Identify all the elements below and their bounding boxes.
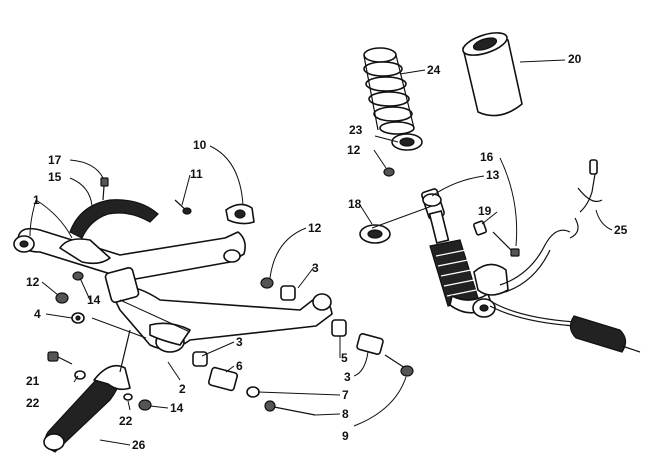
callout-20: 20 [568,52,582,66]
callout-8: 8 [342,407,349,421]
callout-12-upper: 12 [347,143,361,157]
callout-24: 24 [427,63,441,77]
callout-23: 23 [349,123,363,137]
part-bolt-shock [492,231,520,257]
callout-2: 2 [179,382,186,396]
callout-5: 5 [341,351,348,365]
callout-3-upper: 3 [312,261,319,275]
part-nut-left [55,292,69,304]
callout-19: 19 [478,204,492,218]
callout-13: 13 [486,168,500,182]
callout-22-left: 22 [26,396,40,410]
part-shock-absorber [421,188,496,318]
part-spring-boot [462,32,523,117]
callout-9: 9 [342,429,349,443]
callout-11: 11 [190,167,203,181]
callout-15: 15 [48,170,62,184]
part-lower-a-arm [104,266,333,353]
part-nut-upper [383,167,395,177]
part-nut-arm [72,271,84,281]
callout-14-lower: 14 [170,401,184,415]
part-grease-fitting [174,199,192,215]
callout-14-upper: 14 [87,293,101,307]
part-washer-right [246,386,260,398]
part-spring-seat [391,133,423,151]
callout-4: 4 [34,307,41,321]
callout-26: 26 [132,438,146,452]
part-shock-reservoir [473,229,641,353]
part-nut-lower [138,399,152,411]
part-sleeve [207,366,239,392]
callout-1: 1 [33,193,40,207]
part-washer-link-right [123,393,133,401]
part-bolt-upper [100,177,109,201]
part-bolt-link [47,351,73,365]
part-coil-spring [363,47,415,135]
part-bolt-lower [264,400,316,416]
callout-12-left: 12 [26,275,40,289]
part-collar-ring [359,224,391,244]
part-nut-mid [260,277,274,289]
part-cable-clip [569,159,603,239]
part-clamp-bracket [225,203,255,225]
leader-lines [29,59,613,446]
part-sleeve-right [356,333,384,355]
part-bushing-mid [192,351,208,367]
callout-6: 6 [236,359,243,373]
callout-25: 25 [614,223,628,237]
callout-17: 17 [48,153,62,167]
callout-18: 18 [348,197,362,211]
callout-10: 10 [193,138,207,152]
part-steering-link [43,329,131,453]
callout-22-right: 22 [119,414,133,428]
part-upper-a-arm [13,227,246,281]
part-washer-left [71,312,85,324]
callout-12-mid: 12 [308,221,322,235]
callout-21: 21 [26,374,40,388]
callout-3-mid: 3 [236,335,243,349]
part-bushing-upper [280,285,296,301]
part-bushing-right [331,319,347,337]
callout-16: 16 [480,150,494,164]
callout-3-right: 3 [344,370,351,384]
part-bumper-guard [69,199,159,239]
part-bolt-long [384,354,414,377]
callout-labels: 1 2 3 3 3 4 5 6 7 8 9 10 11 12 12 12 13 … [26,52,628,452]
part-spacer [473,220,487,236]
callout-7: 7 [342,388,349,402]
